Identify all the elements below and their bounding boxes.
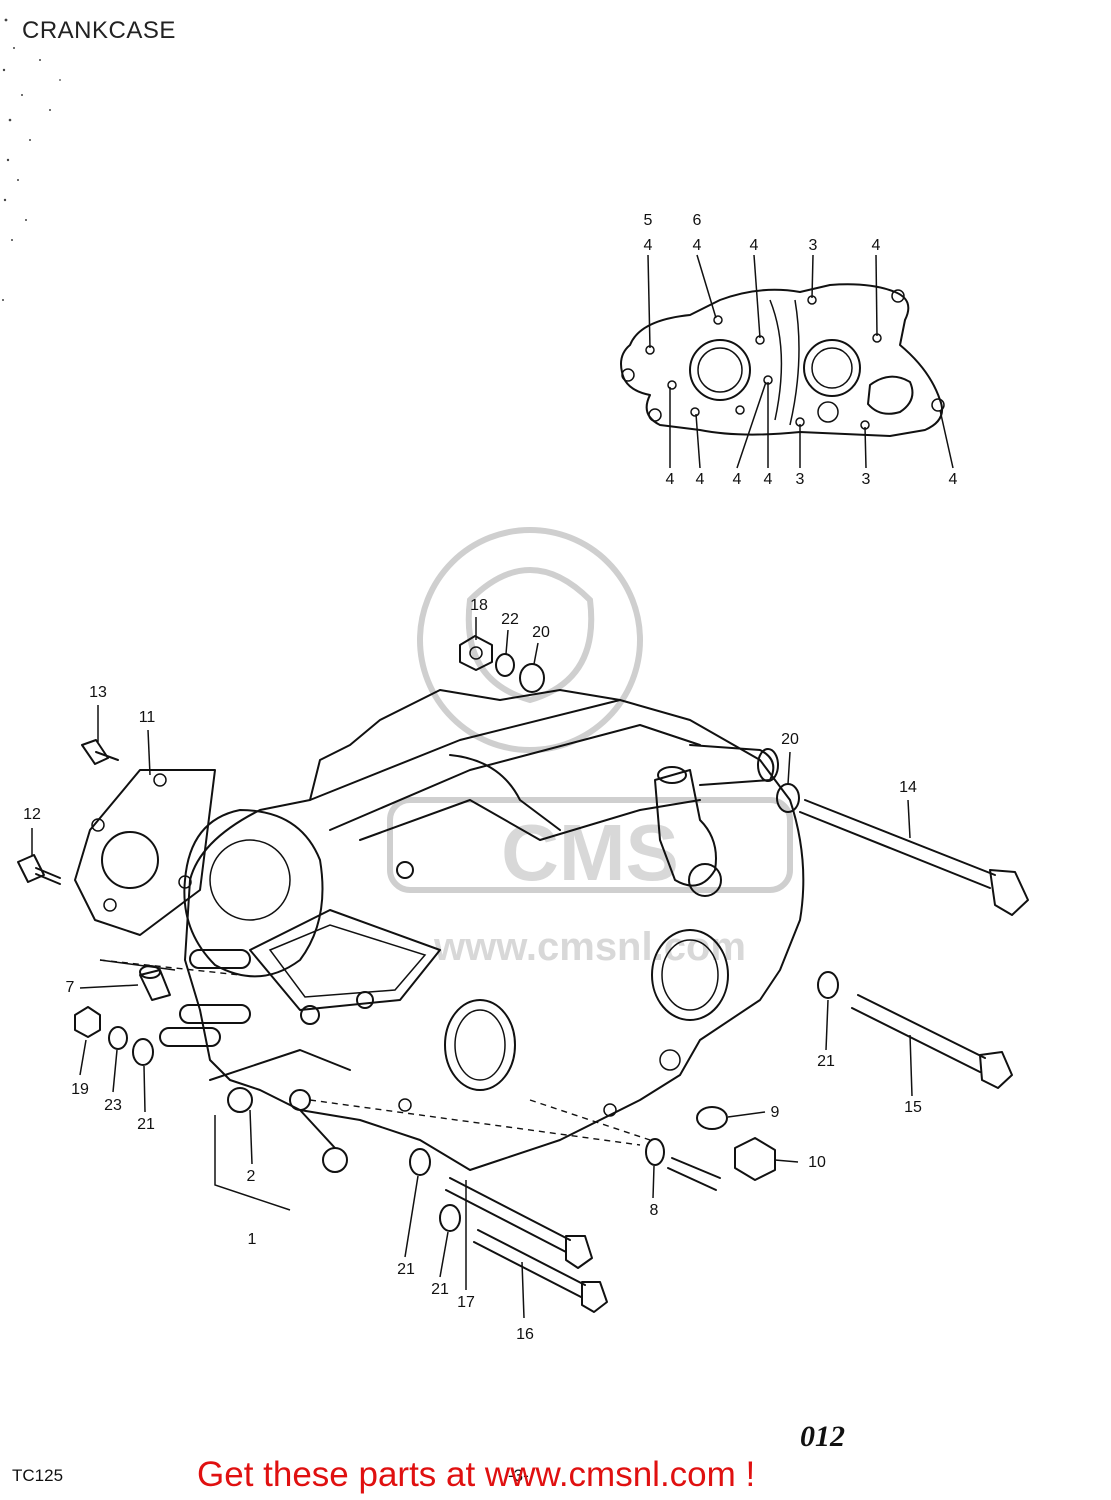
nut-18: [459, 635, 493, 671]
washer-20-top: [519, 663, 545, 693]
watermark-logo: CMS www.cmsnl.com: [387, 527, 793, 969]
bolt-15: [851, 994, 1013, 1089]
nut-19: [74, 1006, 101, 1038]
model-code: TC125: [12, 1466, 64, 1485]
callout-inset-3b: 3: [795, 471, 805, 488]
callout-21-left: 21: [137, 1116, 155, 1133]
bolt-17: [445, 1177, 593, 1269]
callout-inset-4f: 4: [695, 471, 705, 488]
callout-10: 10: [808, 1154, 826, 1171]
bolt-8: [667, 1157, 721, 1191]
callout-21-lower-b: 21: [431, 1281, 449, 1298]
callout-17: 17: [457, 1294, 475, 1311]
callout-inset-3c: 3: [861, 471, 871, 488]
callout-21-right: 21: [817, 1053, 835, 1070]
callout-inset-3a: 3: [808, 237, 818, 254]
callout-13: 13: [89, 684, 107, 701]
callout-inset-4b: 4: [692, 237, 702, 254]
plug-10: [734, 1137, 776, 1181]
callout-inset-4g: 4: [732, 471, 742, 488]
bolt-16: [473, 1229, 608, 1313]
svg-text:CMS: CMS: [501, 808, 679, 897]
washer-8: [645, 1138, 665, 1166]
callout-inset-4h: 4: [763, 471, 773, 488]
parts-link[interactable]: Get these parts at www.cmsnl.com !: [197, 1455, 756, 1494]
callout-inset-5: 5: [643, 212, 653, 229]
callout-20-top: 20: [532, 624, 550, 641]
washer-23: [108, 1026, 128, 1050]
callout-18: 18: [470, 597, 488, 614]
crankcase-assembly: [99, 689, 805, 1173]
gasket-11: [74, 769, 216, 936]
callout-11: 11: [138, 709, 156, 726]
callout-inset-4i: 4: [948, 471, 958, 488]
callout-22: 22: [501, 611, 519, 628]
callout-16: 16: [516, 1326, 534, 1343]
callout-inset-4d: 4: [871, 237, 881, 254]
callout-inset-4e: 4: [665, 471, 675, 488]
bolt-12: [17, 854, 61, 885]
bolt-14: [799, 799, 1029, 916]
callout-12: 12: [23, 806, 41, 823]
callout-19: 19: [71, 1081, 89, 1098]
callout-1: 1: [247, 1231, 257, 1248]
dowel-7: [139, 965, 171, 1001]
washer-22: [495, 653, 515, 677]
washer-21-lower-a: [409, 1148, 431, 1176]
callout-15: 15: [904, 1099, 922, 1116]
callout-2: 2: [246, 1168, 256, 1185]
bolt-13: [81, 739, 119, 765]
washer-21-left: [132, 1038, 154, 1066]
callout-7: 7: [65, 979, 75, 996]
svg-text:www.cmsnl.com: www.cmsnl.com: [433, 925, 746, 969]
inset-view: [620, 254, 954, 469]
page-title: CRANKCASE: [22, 17, 176, 44]
page-mark: -3-: [508, 1466, 529, 1485]
callout-23: 23: [104, 1097, 122, 1114]
callout-8: 8: [649, 1202, 659, 1219]
washer-21-lower-b: [439, 1204, 461, 1232]
callout-9: 9: [770, 1104, 780, 1121]
callout-inset-6: 6: [692, 212, 702, 229]
callout-inset-4a: 4: [643, 237, 653, 254]
callout-21-lower-a: 21: [397, 1261, 415, 1278]
leader-lines: [31, 617, 913, 1319]
callout-inset-4c: 4: [749, 237, 759, 254]
callout-14: 14: [899, 779, 917, 796]
washer-21-right: [817, 971, 839, 999]
callout-20-right: 20: [781, 731, 799, 748]
washer-9: [696, 1106, 728, 1130]
scan-speckle: [2, 18, 61, 301]
diagram-page-number: 012: [800, 1420, 845, 1453]
